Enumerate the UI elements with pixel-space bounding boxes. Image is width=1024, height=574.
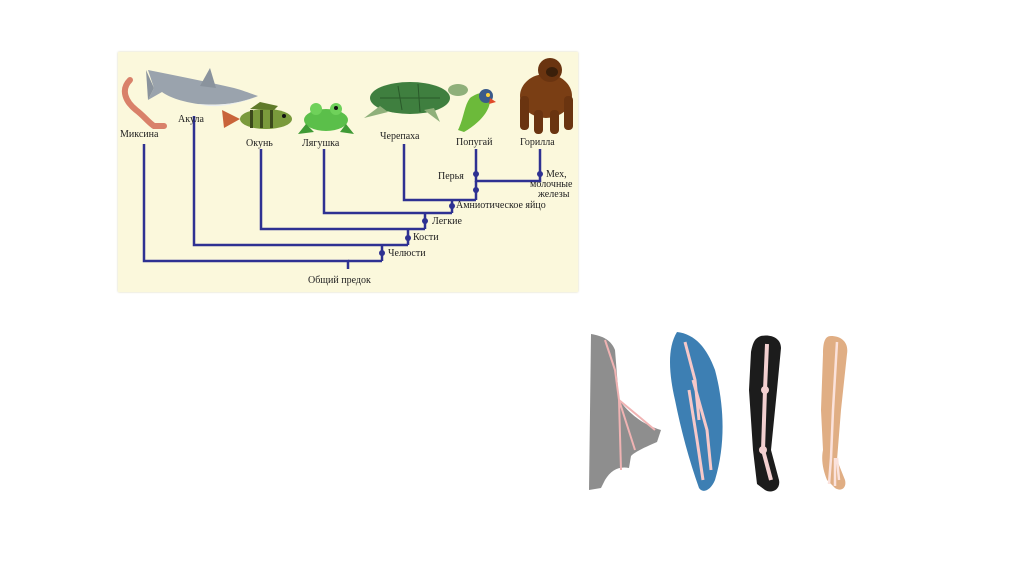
- cat-leg-icon: [749, 336, 781, 492]
- trait-label-bones: Кости: [413, 232, 439, 243]
- trait-label-common-ancestor: Общий предок: [308, 275, 371, 286]
- taxon-label-frog: Лягушка: [302, 138, 339, 149]
- human-arm-icon: [821, 336, 847, 490]
- taxon-label-gorilla: Горилла: [520, 137, 555, 148]
- taxon-label-hagfish: Миксина: [120, 129, 158, 140]
- trait-label-amniotic-egg: Амниотическое яйцо: [456, 200, 546, 211]
- taxon-label-turtle: Черепаха: [380, 131, 419, 142]
- parrot-icon: [458, 89, 496, 132]
- cladogram-drawing: [118, 52, 578, 292]
- taxon-label-perch: Окунь: [246, 138, 273, 149]
- homologous-limbs: [585, 330, 865, 500]
- limbs-drawing: [585, 330, 865, 500]
- trait-label-lungs: Легкие: [432, 216, 462, 227]
- trait-label-fur-line3: железы: [538, 189, 569, 200]
- gorilla-icon: [520, 58, 573, 134]
- taxon-label-parrot: Попугай: [456, 137, 492, 148]
- whale-flipper-icon: [670, 332, 723, 491]
- perch-icon: [222, 102, 292, 129]
- shark-icon: [146, 68, 258, 106]
- trait-label-jaws: Челюсти: [388, 248, 426, 259]
- taxon-label-shark: Акула: [178, 114, 204, 125]
- frog-icon: [298, 103, 354, 134]
- bat-wing-icon: [589, 334, 661, 490]
- turtle-icon: [364, 82, 468, 122]
- cladogram: Миксина Акула Окунь Лягушка Черепаха Поп…: [118, 52, 578, 292]
- trait-label-feathers: Перья: [438, 171, 464, 182]
